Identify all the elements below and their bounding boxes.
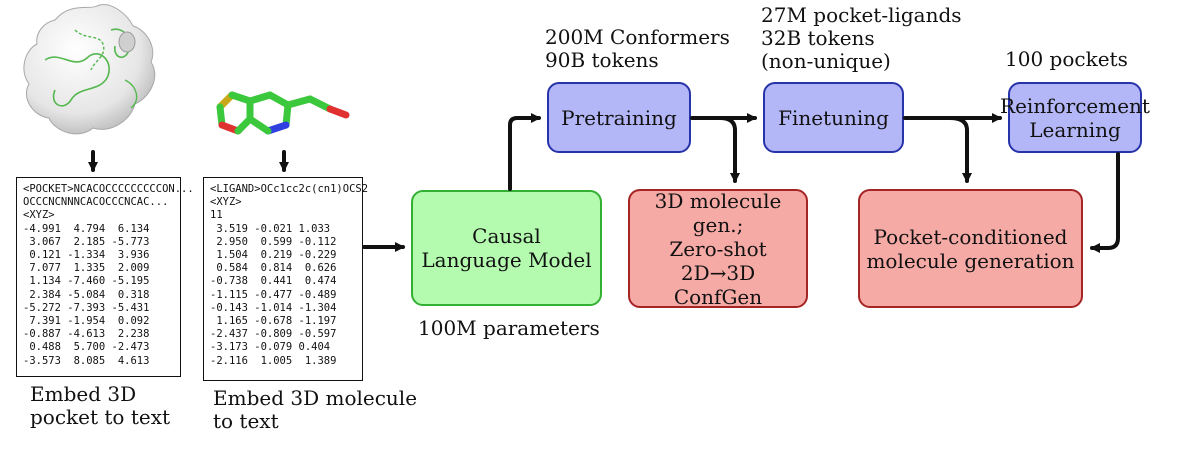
ligand-text-line: -0.738 0.441 0.474: [210, 275, 337, 288]
pocket-text-line: 0.121 -1.334 3.936: [23, 249, 150, 262]
pocket-text-line: 2.384 -5.084 0.318: [23, 288, 150, 301]
pretraining-data-line: 200M Conformers: [545, 25, 730, 49]
ligand-text-line: <LIGAND>OCc1cc2c(cn1)OCS2: [210, 183, 369, 195]
pocket-text-line: 7.391 -1.954 0.092: [23, 315, 150, 328]
ligand-text-line: 0.584 0.814 0.626: [210, 262, 337, 275]
pocket-text-line: <XYZ>: [23, 209, 55, 222]
pocketgen-label-line: Pocket-conditioned: [873, 224, 1068, 249]
causal-language-model-box: Causal Language Model: [411, 190, 602, 306]
ligand-text-line: -1.115 -0.477 -0.489: [210, 288, 337, 301]
ligand-text-box: <LIGAND>OCc1cc2c(cn1)OCS2<XYZ>11 3.519 -…: [203, 177, 369, 381]
pocket-caption-line: Embed 3D: [30, 382, 137, 406]
ligand-caption: Embed 3D molecule to text: [213, 387, 417, 433]
finetuning-data-line: (non-unique): [761, 49, 891, 73]
finetuning-data-line: 27M pocket-ligands: [761, 3, 962, 27]
ligand-text-line: -2.437 -0.809 -0.597: [210, 328, 337, 341]
arrow-model-to-pretraining: [508, 113, 541, 191]
pocket-text-line: <POCKET>NCACOCCCCCCCCCON...: [23, 183, 194, 195]
pocket-text-box: <POCKET>NCACOCCCCCCCCCON...OCCCNCNNNCACO…: [16, 177, 194, 377]
ligand-text-line: -0.143 -1.014 -1.304: [210, 301, 337, 314]
pocket-text-line: -4.991 4.794 6.134: [23, 222, 150, 235]
ligand-text-line: 2.950 0.599 -0.112: [210, 235, 337, 248]
rl-data: 100 pockets: [1005, 47, 1128, 71]
pretraining-data: 200M Conformers 90B tokens: [545, 26, 730, 72]
pretraining-box: Pretraining: [547, 82, 691, 153]
pocket-text-line: -3.573 8.085 4.613: [23, 354, 150, 367]
model-label-line: Language Model: [421, 248, 592, 272]
finetuning-data: 27M pocket-ligands 32B tokens (non-uniqu…: [761, 4, 962, 73]
ligand-caption-line: Embed 3D molecule: [213, 386, 418, 410]
ligand-caption-line: to text: [213, 409, 279, 433]
pretraining-data-line: 90B tokens: [545, 48, 659, 72]
arrow-pretraining-to-3dgen: [718, 116, 740, 183]
gen3d-label-line: 3D molecule gen.;: [654, 188, 782, 237]
pocket-text-line: 0.488 5.700 -2.473: [23, 341, 150, 354]
ligand-text-line: 3.519 -0.021 1.033: [210, 222, 331, 235]
pocket-text-line: 3.067 2.185 -5.773: [23, 235, 150, 248]
pocket-conditioned-generation-box: Pocket-conditioned molecule generation: [858, 189, 1083, 308]
ligand-text-line: 1.165 -0.678 -1.197: [210, 315, 337, 328]
pocket-text-line: OCCCNCNNNCACOCCCNCAC...: [23, 196, 169, 209]
ligand-text-line: 11: [210, 209, 223, 222]
pocket-text-line: 7.077 1.335 2.009: [23, 262, 150, 275]
gen3d-label-line: ConfGen: [673, 284, 763, 309]
gen3d-label-line: Zero-shot 2D→3D: [669, 236, 767, 285]
ligand-text-line: -2.116 1.005 1.389: [210, 354, 337, 367]
pocketgen-label-line: molecule generation: [866, 248, 1075, 273]
model-label-line: Causal: [472, 224, 541, 248]
rl-label-line: Reinforcement: [1000, 93, 1150, 118]
3d-molecule-generation-box: 3D molecule gen.; Zero-shot 2D→3D ConfGe…: [628, 188, 808, 309]
pocket-caption-line: pocket to text: [30, 405, 171, 429]
pretraining-label: Pretraining: [561, 105, 677, 130]
ligand-text-line: 1.504 0.219 -0.229: [210, 249, 337, 262]
arrow-rl-to-pocketgen: [1090, 152, 1120, 253]
finetuning-data-line: 32B tokens: [761, 26, 875, 50]
finetuning-box: Finetuning: [763, 82, 904, 153]
pocket-text-line: -5.272 -7.393 -5.431: [23, 301, 150, 314]
protein-pocket-image: [23, 4, 156, 135]
pocket-text-line: 1.134 -7.460 -5.195: [23, 275, 150, 288]
finetuning-label: Finetuning: [778, 105, 889, 130]
ligand-molecule-image: [216, 91, 350, 135]
reinforcement-learning-box: Reinforcement Learning: [1000, 82, 1150, 153]
pocket-text-line: -0.887 -4.613 2.238: [23, 328, 150, 341]
ligand-text-line: <XYZ>: [210, 196, 242, 209]
pocket-caption: Embed 3D pocket to text: [30, 383, 170, 429]
rl-label-line: Learning: [1029, 117, 1121, 142]
model-params: 100M parameters: [418, 316, 600, 340]
arrow-finetuning-to-pocketgen: [948, 116, 972, 183]
ligand-text-line: -3.173 -0.079 0.404: [210, 341, 331, 354]
